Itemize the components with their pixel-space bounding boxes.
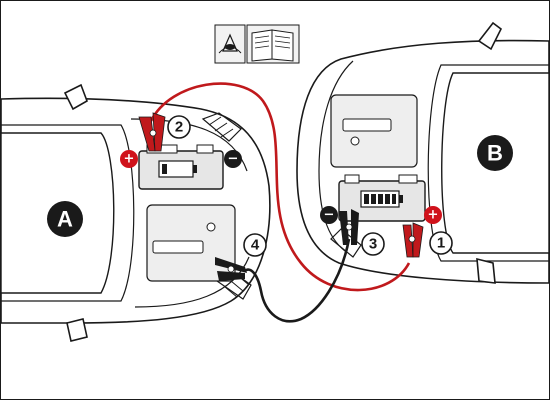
car-b-engine-cover [330, 94, 418, 168]
clamp-b-positive [402, 222, 424, 258]
step-2-number: 2 [175, 119, 183, 136]
negative-cable [244, 238, 351, 323]
car-a-engine-cover [146, 204, 236, 282]
battery-full-charge-icon [360, 190, 403, 208]
car-a: A [1, 83, 271, 342]
step-4: 4 [243, 233, 267, 257]
step-4-number: 4 [251, 237, 260, 254]
positive-symbol-b: + [428, 208, 439, 223]
step-2: 2 [167, 115, 191, 139]
car-b: B [296, 21, 549, 284]
header-icons [214, 24, 300, 64]
negative-symbol-a: − [228, 152, 239, 167]
warning-eye-icon [214, 24, 246, 64]
positive-symbol-a: + [124, 152, 135, 167]
step-1-number: 1 [437, 235, 445, 252]
car-b-negative-sign: − [320, 206, 338, 224]
cables [149, 82, 411, 323]
car-b-label: B [477, 135, 513, 171]
car-b-label-text: B [487, 141, 503, 166]
step-3-number: 3 [369, 236, 377, 253]
car-a-label-text: A [57, 207, 73, 232]
car-b-positive-sign: + [424, 206, 442, 224]
positive-cable [149, 82, 411, 292]
car-a-battery [138, 144, 224, 190]
car-a-positive-sign: + [120, 150, 138, 168]
clamp-ground [215, 257, 247, 281]
battery-low-charge-icon [158, 160, 197, 178]
clamp-a-positive [138, 112, 166, 152]
manual-book-icon [246, 24, 300, 64]
step-1: 1 [429, 231, 453, 255]
step-3: 3 [361, 232, 385, 256]
clamp-b-negative [339, 209, 359, 245]
car-b-battery [338, 174, 426, 222]
car-a-negative-sign: − [224, 150, 242, 168]
negative-symbol-b: − [324, 208, 335, 223]
car-a-label: A [47, 201, 83, 237]
